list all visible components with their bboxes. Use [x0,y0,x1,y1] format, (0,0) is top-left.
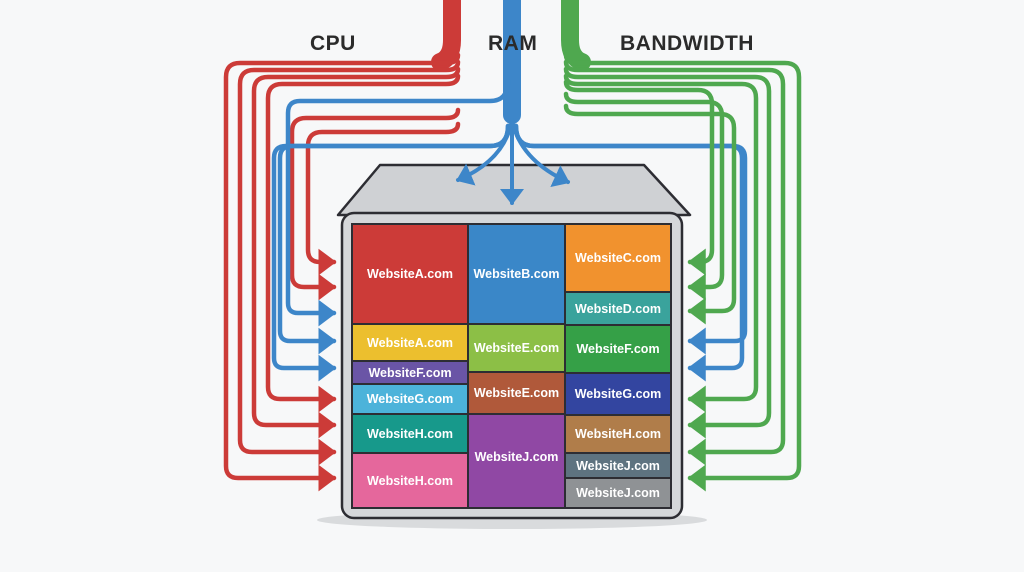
website-label: WebsiteH.com [575,427,661,441]
cpu-trunk [431,0,461,71]
website-label: WebsiteA.com [367,335,453,350]
website-label: WebsiteD.com [575,301,661,316]
website-tile[interactable]: WebsiteH.com [564,414,672,454]
website-tile[interactable]: WebsiteJ.com [467,413,566,509]
website-label: WebsiteA.com [367,267,453,281]
website-label: WebsiteJ.com [474,450,559,464]
website-label: WebsiteC.com [575,251,661,265]
ram-wire [285,78,511,327]
website-label: WebsiteG.com [366,392,454,406]
website-tile[interactable]: WebsiteH.com [351,452,469,509]
bandwidth-wire [563,103,737,325]
bandwidth-wire [563,66,772,439]
cpu-wire [289,107,461,301]
ram-arrow-right [510,118,570,188]
website-label: WebsiteH.com [367,426,453,441]
bandwidth-wire [563,52,802,492]
cpu-wire [237,59,461,466]
website-tile[interactable]: WebsiteE.com [467,371,566,415]
website-label: WebsiteH.com [367,473,453,488]
cpu-wire [265,73,461,413]
website-tile[interactable]: WebsiteA.com [351,223,469,325]
website-tile[interactable]: WebsiteF.com [564,324,672,374]
website-label: WebsiteE.com [473,386,560,400]
cpu-label: CPU [310,32,356,55]
website-tile[interactable]: WebsiteG.com [351,383,469,415]
website-tile[interactable]: WebsiteB.com [467,223,566,325]
website-label: WebsiteF.com [576,342,660,356]
cpu-wire [305,121,461,276]
website-tile[interactable]: WebsiteH.com [351,413,469,454]
bandwidth-wire [563,59,786,466]
website-tile[interactable]: WebsiteA.com [351,323,469,362]
website-label: WebsiteF.com [368,365,452,380]
website-label: WebsiteB.com [473,267,560,281]
cpu-wire [223,52,461,492]
website-label: WebsiteJ.com [576,458,660,473]
website-label: WebsiteG.com [574,387,662,401]
bandwidth-wire [563,79,715,276]
website-tile[interactable]: WebsiteG.com [564,372,672,416]
website-tile[interactable]: WebsiteD.com [564,291,672,326]
bandwidth-trunk [561,0,591,71]
website-tile[interactable]: WebsiteC.com [564,223,672,293]
bandwidth-wire [563,91,725,301]
website-tile[interactable]: WebsiteF.com [351,360,469,385]
website-tile[interactable]: WebsiteJ.com [564,477,672,509]
website-label: WebsiteJ.com [576,486,660,500]
bandwidth-label: BANDWIDTH [620,32,754,55]
ram-label: RAM [488,32,538,55]
website-label: WebsiteE.com [473,341,560,355]
website-tile[interactable]: WebsiteE.com [467,323,566,373]
cpu-wire [251,66,461,439]
website-tile[interactable]: WebsiteJ.com [564,452,672,479]
bandwidth-wire [563,73,759,413]
